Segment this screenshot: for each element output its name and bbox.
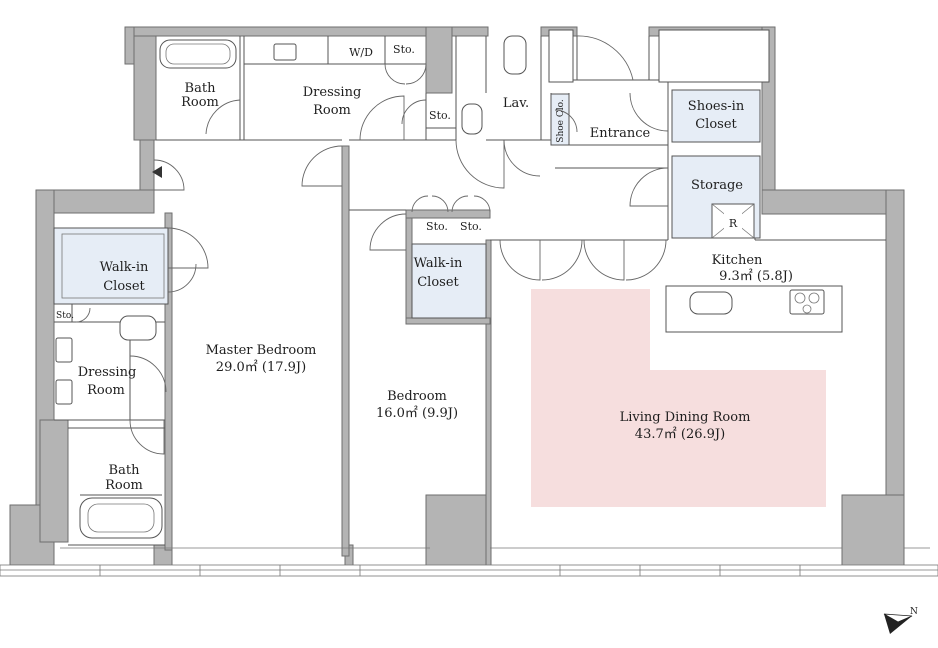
living-dining-room-area: 43.7㎡ (26.9J) (635, 427, 725, 442)
master-bedroom-label: Master Bedroom (206, 343, 317, 358)
vanity-upper (273, 43, 297, 61)
walk-in-closet-left-label-2: Closet (103, 279, 145, 294)
shoe-clo-label: Shoe Clo. (556, 99, 566, 143)
dressing-room-lower-label-2: Room (87, 383, 125, 398)
shoes-in-closet-label-2: Closet (695, 117, 737, 132)
sto-top-label: Sto. (393, 43, 415, 56)
bath-room-upper-label-2: Room (181, 95, 219, 110)
labels: Bath Room Dressing Room W/D Sto. Sto. La… (56, 43, 793, 493)
lav-label: Lav. (503, 96, 529, 111)
bath-room-upper-label-1: Bath (185, 81, 217, 96)
dressing-room-upper-label-1: Dressing (303, 85, 362, 100)
shoes-in-closet-label-1: Shoes-in (688, 99, 745, 114)
storage-label: Storage (691, 178, 743, 193)
compass-north-label: N (910, 607, 918, 617)
walk-in-closet-mid (411, 243, 487, 319)
shoe-closet (550, 93, 570, 146)
toilet-upper (503, 35, 527, 75)
stove (789, 289, 825, 315)
bath-room-lower-label-2: Room (105, 478, 143, 493)
bathtub-lower (79, 497, 163, 539)
walk-in-closet-left (53, 227, 169, 305)
fixtures (55, 35, 843, 539)
bedroom-area: 16.0㎡ (9.9J) (376, 406, 458, 421)
toilet-lower (119, 315, 157, 341)
bottom-window (0, 547, 938, 577)
bedroom-label: Bedroom (387, 389, 447, 404)
dressing-room-upper-label-2: Room (313, 103, 351, 118)
shoes-in-closet (671, 89, 761, 143)
arrow-left-icon (152, 166, 162, 178)
kitchen-area: 9.3㎡ (5.8J) (719, 269, 793, 284)
living-dining-highlight (531, 289, 826, 507)
doors (75, 35, 669, 455)
living-dining-room-label: Living Dining Room (620, 410, 751, 425)
sto-bed-left-label: Sto. (426, 220, 448, 233)
master-bedroom-area: 29.0㎡ (17.9J) (216, 360, 306, 375)
sto-mid-label: Sto. (429, 109, 451, 122)
bathtub-upper (159, 39, 237, 69)
walk-in-closet-left-label-1: Walk-in (100, 260, 149, 275)
walk-in-closet-mid-label-1: Walk-in (414, 256, 463, 271)
sto-bed-right-label: Sto. (460, 220, 482, 233)
kitchen-sink (689, 291, 733, 315)
vanity-lower-2 (55, 379, 73, 405)
kitchen-label: Kitchen (712, 253, 763, 268)
fridge-label: R (729, 217, 738, 230)
sink-lav (461, 103, 483, 135)
interior-lines (54, 29, 886, 546)
sto-left-label: Sto. (56, 311, 74, 321)
vanity-lower-1 (55, 337, 73, 363)
entrance-label: Entrance (590, 126, 651, 141)
bath-room-lower-label-1: Bath (109, 463, 141, 478)
dressing-room-lower-label-1: Dressing (78, 365, 137, 380)
compass: N (883, 607, 918, 634)
walk-in-closet-mid-label-2: Closet (417, 275, 459, 290)
walls (9, 26, 905, 571)
wd-label: W/D (349, 46, 373, 59)
